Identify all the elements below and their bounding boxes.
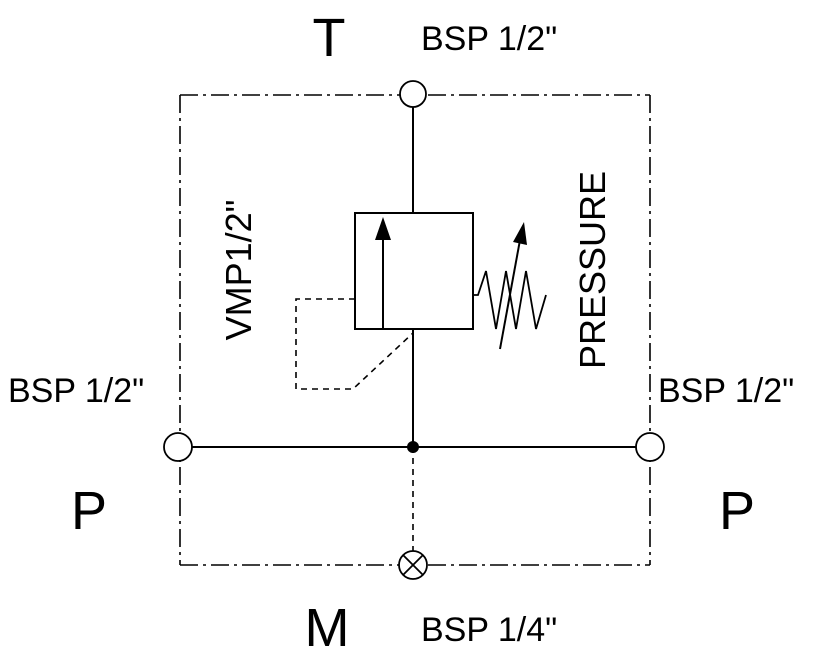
- port-t-size: BSP 1/2": [421, 20, 557, 58]
- port-p-right-label: P: [719, 481, 755, 541]
- valve-function-label: PRESSURE: [572, 171, 613, 369]
- relief-valve-body: [354, 212, 474, 330]
- port-p-right-circle: [635, 432, 665, 462]
- port-m-plugged-icon: [398, 550, 428, 580]
- port-p-right-size: BSP 1/2": [658, 372, 794, 410]
- port-m-label: M: [305, 598, 350, 656]
- port-t-label: T: [313, 8, 346, 68]
- port-t-circle: [399, 80, 427, 108]
- port-p-left-size: BSP 1/2": [8, 372, 144, 410]
- flow-arrow-icon: [375, 217, 391, 329]
- valve-model-label: VMP1/2": [218, 200, 259, 341]
- pilot-line: [295, 298, 414, 390]
- port-m-size: BSP 1/4": [421, 611, 557, 649]
- port-p-left-label: P: [71, 481, 107, 541]
- junction-dot: [407, 441, 419, 453]
- port-p-left-circle: [163, 432, 193, 462]
- adjustable-spring-icon: [473, 222, 547, 350]
